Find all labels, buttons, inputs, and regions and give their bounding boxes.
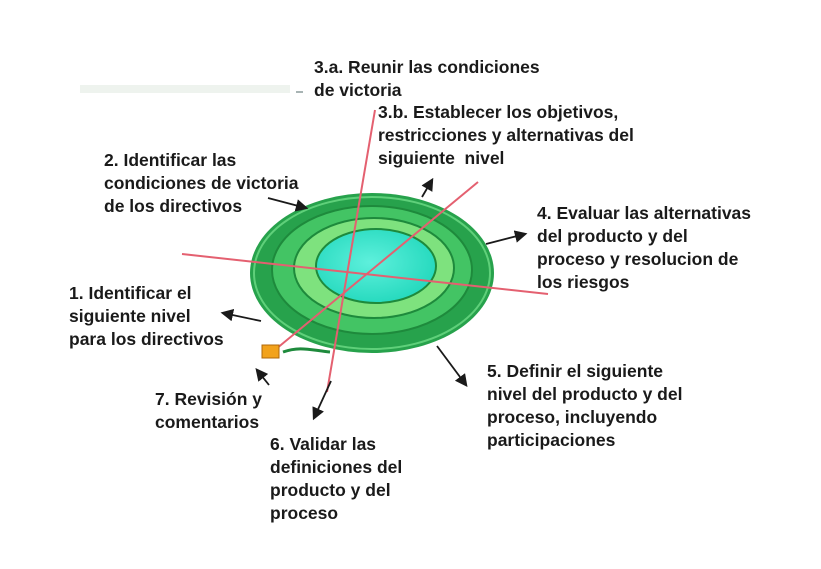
label-evaluar-line-1: 4. Evaluar las alternativas: [537, 203, 752, 223]
spiral-ring-outer-band: [253, 196, 491, 350]
label-validar-line-1: 6. Validar las: [270, 434, 377, 454]
label-reunir-condiciones: 3.a. Reunir las condiciones de victoria: [314, 56, 540, 102]
arrow-identificar-condiciones: [267, 197, 309, 212]
arrow-identificar-nivel: [220, 308, 262, 322]
label-validar-definiciones: 6. Validar las definiciones del producto…: [270, 433, 402, 525]
label-validar-line-2: definiciones del: [270, 457, 403, 477]
label-identificar-condiciones-line-3: de los directivos: [104, 196, 243, 216]
label-identificar-nivel-line-2: siguiente nivel: [69, 306, 191, 326]
label-establecer-objetivos: 3.b. Establecer los objetivos, restricci…: [378, 101, 634, 170]
axis-vertical: [326, 109, 376, 393]
spiral-core-stroke: [315, 228, 437, 304]
label-establecer-line-3: siguiente nivel: [378, 148, 505, 168]
label-revision-line-1: 7. Revisión y: [155, 389, 262, 409]
label-definir-siguiente-nivel: 5. Definir el siguiente nivel del produc…: [487, 360, 682, 452]
arrow-establecer: [421, 177, 434, 198]
label-definir-line-1: 5. Definir el siguiente: [487, 361, 664, 381]
label-evaluar-alternativas: 4. Evaluar las alternativas del producto…: [537, 202, 751, 294]
arrow-evaluar: [485, 230, 528, 245]
label-evaluar-line-2: del producto y del: [537, 226, 688, 246]
label-identificar-nivel-line-1: 1. Identificar el: [69, 283, 192, 303]
label-definir-line-4: participaciones: [487, 430, 616, 450]
label-revision-line-2: comentarios: [155, 412, 260, 432]
label-reunir-line-2: de victoria: [314, 80, 402, 100]
label-definir-line-3: proceso, incluyendo: [487, 407, 658, 427]
label-establecer-line-1: 3.b. Establecer los objetivos,: [378, 102, 619, 122]
label-identificar-nivel: 1. Identificar el siguiente nivel para l…: [69, 282, 224, 351]
label-reunir-line-1: 3.a. Reunir las condiciones: [314, 57, 540, 77]
axis-diagonal: [269, 181, 479, 355]
label-revision-comentarios: 7. Revisión y comentarios: [155, 388, 262, 434]
spiral-start-box: [261, 344, 280, 359]
label-establecer-line-2: restricciones y alternativas del: [378, 125, 634, 145]
label-definir-line-2: nivel del producto y del: [487, 384, 683, 404]
label-evaluar-line-4: los riesgos: [537, 272, 630, 292]
label-evaluar-line-3: proceso y resolucion de: [537, 249, 739, 269]
label-identificar-condiciones-line-2: condiciones de victoria: [104, 173, 299, 193]
faint-smudge: [80, 85, 290, 93]
label-validar-line-4: proceso: [270, 503, 339, 523]
spiral-tail: [282, 347, 331, 354]
label-identificar-condiciones: 2. Identificar las condiciones de victor…: [104, 149, 299, 218]
spiral-ring-3-stroke: [293, 217, 455, 319]
label-identificar-condiciones-line-1: 2. Identificar las: [104, 150, 237, 170]
arrow-revision: [255, 368, 270, 386]
arrow-definir: [436, 345, 468, 388]
spiral-ring-2-stroke: [271, 205, 473, 335]
label-validar-line-3: producto y del: [270, 480, 391, 500]
arrow-validar: [312, 380, 332, 421]
label-identificar-nivel-line-3: para los directivos: [69, 329, 224, 349]
axis-horizontal: [181, 253, 549, 295]
